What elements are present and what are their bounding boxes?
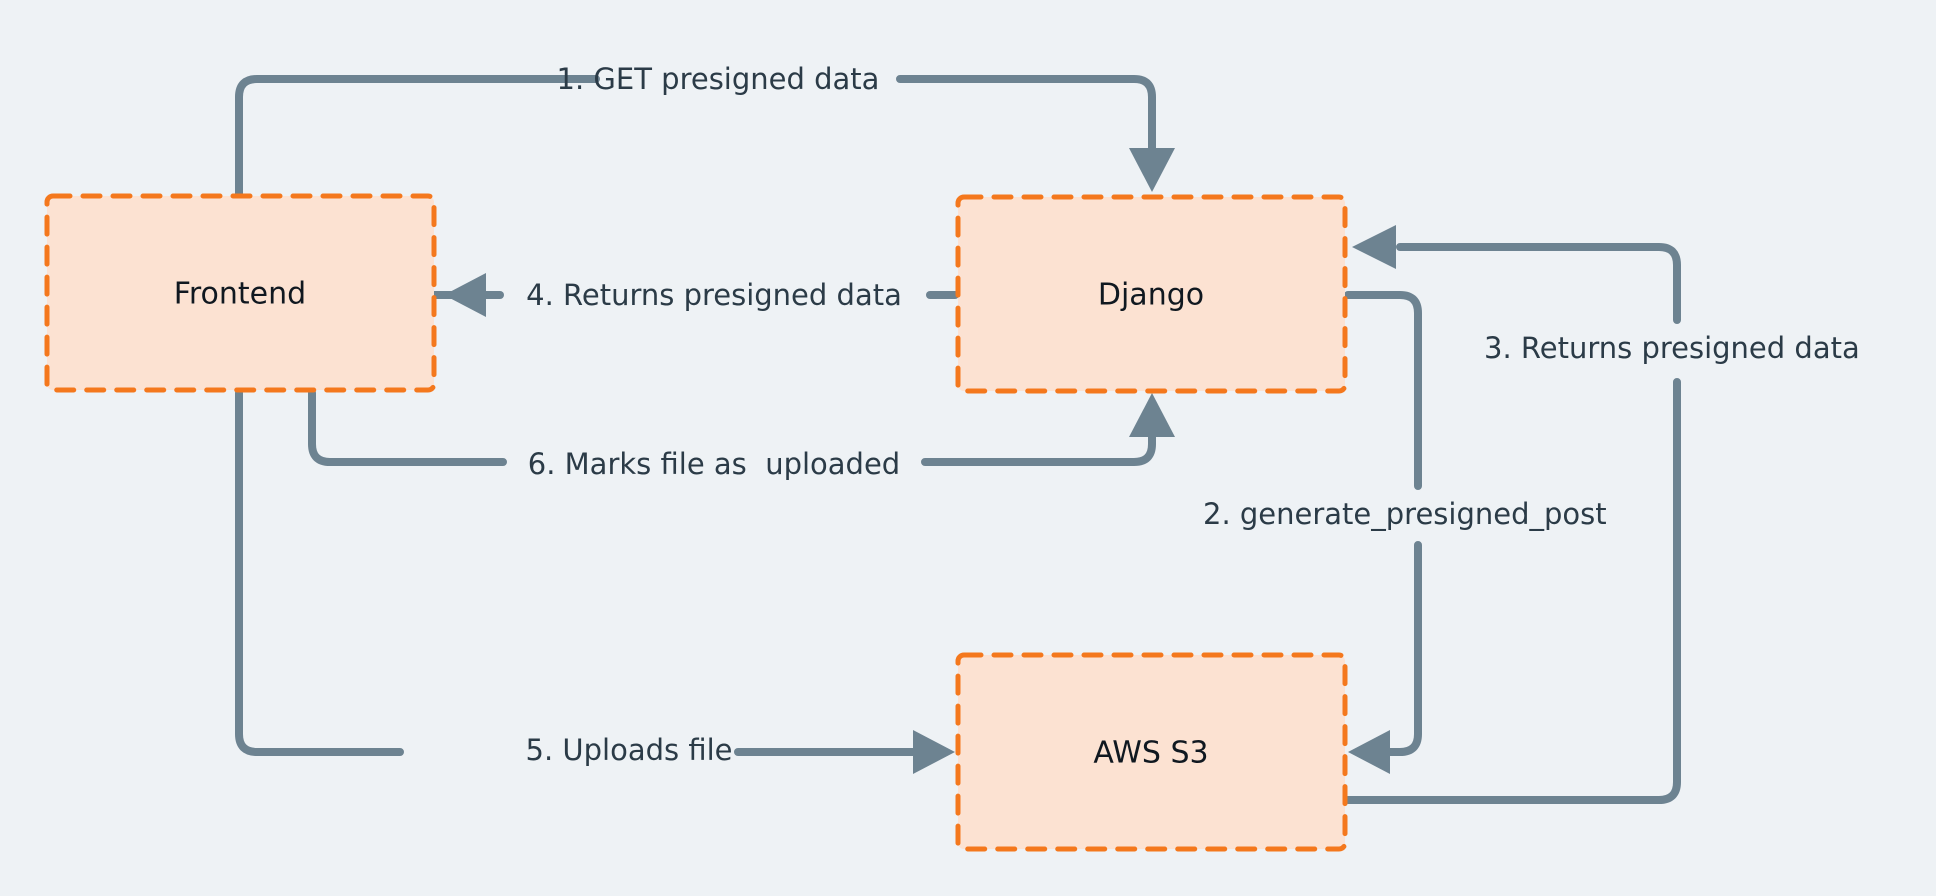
node-frontend-label: Frontend [174,277,306,312]
edge-6-arrowhead [1129,393,1175,437]
node-aws-s3[interactable]: AWS S3 [955,652,1348,852]
node-aws-s3-label: AWS S3 [1093,736,1208,771]
edge-3-label: 3. Returns presigned data [1484,331,1860,365]
node-frontend-box [44,193,437,393]
edge-5-segment-left [235,389,404,756]
edge-4-returns-presigned-data[interactable]: 4. Returns presigned data [409,273,959,317]
edge-1-segment-right [896,75,1156,156]
edge-1-get-presigned-data[interactable]: 1. GET presigned data [235,62,1175,198]
edge-3-segment-top [1396,243,1681,324]
node-django-label: Django [1098,278,1204,313]
edge-3-arrowhead [1352,225,1396,269]
edge-6-label: 6. Marks file as uploaded [528,447,900,481]
node-aws-s3-box [955,652,1348,852]
edge-5-arrowhead [913,730,955,774]
edge-2-label: 2. generate_presigned_post [1203,497,1607,531]
node-frontend[interactable]: Frontend [44,193,437,393]
edge-4-label: 4. Returns presigned data [526,278,902,312]
edge-1-arrowhead [1129,148,1175,192]
edge-2-segment-bottom [1386,541,1422,756]
edge-2-arrowhead [1348,730,1390,774]
edge-2-segment-top [1344,291,1422,490]
edge-6-segment-left [308,389,507,466]
edge-6-marks-file-as-uploaded[interactable]: 6. Marks file as uploaded [308,389,1175,481]
edge-1-label: 1. GET presigned data [557,62,880,96]
edge-5-uploads-file[interactable]: 5. Uploads file [235,389,955,774]
edge-5-label: 5. Uploads file [526,733,733,767]
edge-2-generate-presigned-post[interactable]: 2. generate_presigned_post [1203,291,1607,774]
edge-3-returns-presigned-data[interactable]: 3. Returns presigned data [1344,225,1860,804]
node-django-box [955,194,1348,394]
edge-6-segment-right [921,428,1156,466]
edge-1-segment-left [235,75,600,198]
edge-3-segment-bottom [1344,378,1681,804]
edge-4-arrowhead [444,273,486,317]
node-django[interactable]: Django [955,194,1348,394]
